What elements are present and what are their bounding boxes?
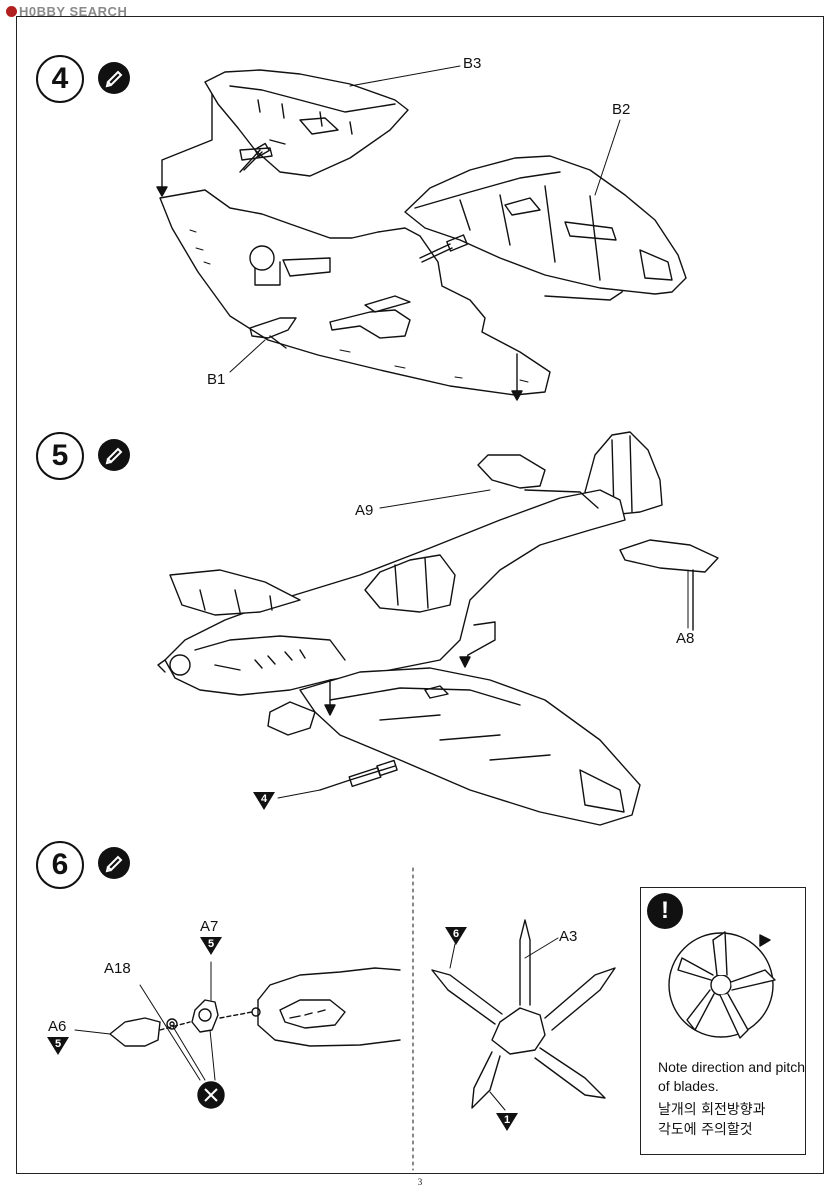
blade-direction-diagram xyxy=(668,931,776,1039)
part-label-b1: B1 xyxy=(207,371,226,388)
a3-top-step-text: 6 xyxy=(452,928,460,940)
a6-step-text: 5 xyxy=(54,1038,62,1050)
note-text-korean: 날개의 회전방향과 각도에 주의할것 xyxy=(658,1100,808,1140)
exclamation-icon: ! xyxy=(647,893,683,929)
cement-icon xyxy=(98,439,130,471)
part-label-a7: A7 xyxy=(200,918,219,935)
part-label-a9: A9 xyxy=(355,502,374,519)
step-4-number: 4 xyxy=(36,55,84,103)
a6-step-badge: 5 xyxy=(47,1037,69,1055)
part-label-b2: B2 xyxy=(612,101,631,118)
page-frame xyxy=(16,16,824,1174)
part-label-a6: A6 xyxy=(48,1018,67,1035)
upper-wing-left-part xyxy=(204,69,409,177)
page-number: 3 xyxy=(417,1177,423,1187)
lower-wing-part xyxy=(159,189,551,396)
cement-icon xyxy=(98,847,130,879)
logo-icon xyxy=(6,6,17,17)
step-reference-text: 4 xyxy=(260,793,268,805)
a3-bottom-step-badge: 1 xyxy=(496,1113,518,1131)
note-korean-line-2: 각도에 주의할것 xyxy=(658,1122,753,1138)
hobby-search-watermark: H0BBY SEARCH xyxy=(6,4,127,19)
part-label-a3: A3 xyxy=(559,928,578,945)
step-6-number: 6 xyxy=(36,841,84,889)
part-label-a8: A8 xyxy=(676,630,695,647)
a3-bottom-step-text: 1 xyxy=(503,1114,511,1126)
note-text-english: Note direction and pitch of blades. xyxy=(658,1059,806,1094)
a7-step-badge: 5 xyxy=(200,937,222,955)
a3-top-step-badge: 6 xyxy=(445,927,467,945)
upper-wing-right-part xyxy=(404,155,687,295)
a7-step-text: 5 xyxy=(207,938,215,950)
note-box xyxy=(640,887,806,1155)
nose-spinner-assembly xyxy=(109,967,401,1109)
part-label-b3: B3 xyxy=(463,55,482,72)
propeller-assembly xyxy=(431,919,616,1109)
step-5-number: 5 xyxy=(36,432,84,480)
step-reference-badge: 4 xyxy=(253,792,275,810)
cement-icon xyxy=(98,62,130,94)
fuselage-assembly xyxy=(157,431,719,826)
watermark-text: H0BBY SEARCH xyxy=(19,4,128,19)
part-label-a18: A18 xyxy=(104,960,131,977)
note-korean-line-1: 날개의 회전방향과 xyxy=(658,1102,766,1118)
